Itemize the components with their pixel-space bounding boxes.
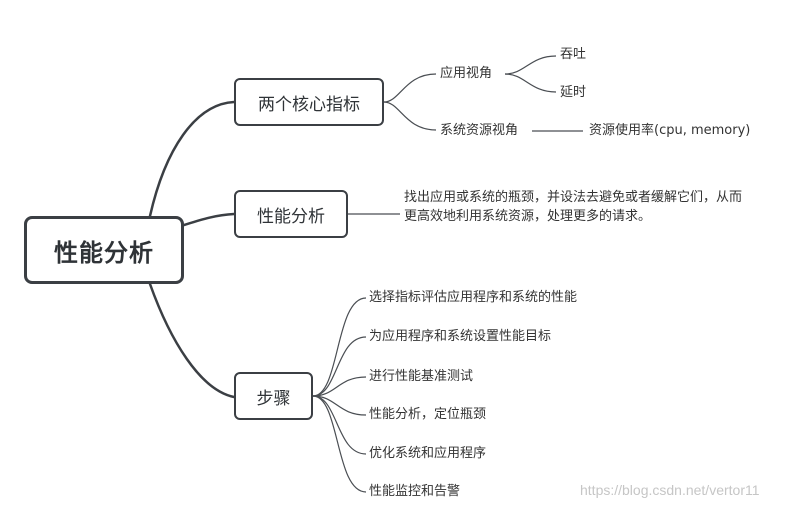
system-resource-view-label: 系统资源视角 xyxy=(440,123,519,138)
branch-steps: 步骤 xyxy=(234,372,313,420)
latency-label: 延时 xyxy=(560,85,587,100)
throughput-label: 吞吐 xyxy=(560,47,587,62)
app-view-label: 应用视角 xyxy=(440,66,493,81)
analysis-note: 找出应用或系统的瓶颈，并设法去避免或者缓解它们，从而更高效地利用系统资源，处理更… xyxy=(404,190,743,224)
branch-performance-analysis: 性能分析 xyxy=(234,190,348,238)
branch-core-metrics: 两个核心指标 xyxy=(234,78,384,126)
root-node: 性能分析 xyxy=(24,216,184,284)
resource-usage-label: 资源使用率(cpu, memory) xyxy=(589,123,751,138)
step-item-6: 性能监控和告警 xyxy=(369,484,461,499)
step-item-5: 优化系统和应用程序 xyxy=(369,446,487,461)
watermark: https://blog.csdn.net/vertor11 xyxy=(580,482,760,498)
step-item-1: 选择指标评估应用程序和系统的性能 xyxy=(369,290,578,305)
step-item-2: 为应用程序和系统设置性能目标 xyxy=(369,329,552,344)
step-item-3: 进行性能基准测试 xyxy=(369,369,474,384)
step-item-4: 性能分析，定位瓶颈 xyxy=(369,407,487,422)
